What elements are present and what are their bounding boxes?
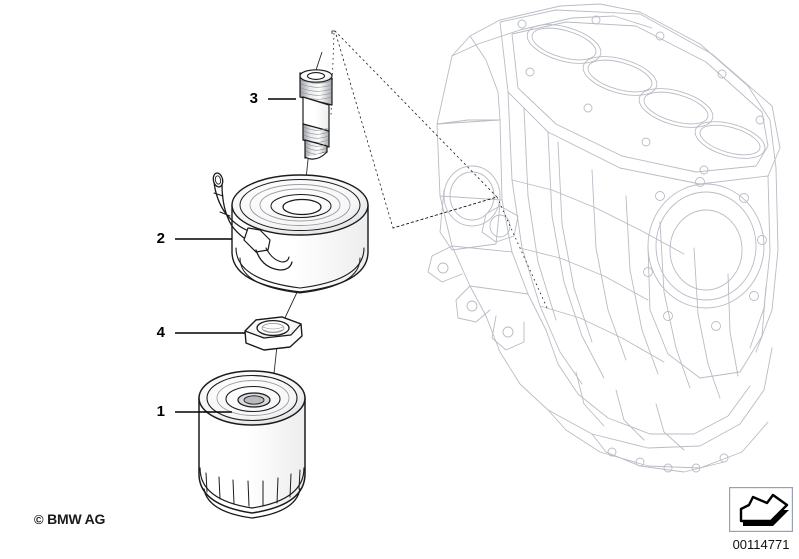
callout-label-3[interactable]: 3 [249, 90, 258, 107]
callout-label-2[interactable]: 2 [156, 230, 165, 247]
hollow-bolt-threaded-stud [299, 69, 333, 160]
oil-cooler-heat-exchanger [212, 172, 369, 294]
copyright-text: BMW AG [47, 511, 106, 527]
callout-label-1[interactable]: 1 [156, 403, 165, 420]
copyright-notice: © BMW AG [34, 511, 105, 527]
diagram-id-label: 00114771 [732, 537, 790, 552]
copyright-symbol: © [34, 512, 44, 527]
engine-block-ghost-outline [427, 3, 781, 473]
oil-filter-canister [198, 370, 306, 519]
view-direction-arrow-icon [729, 487, 793, 532]
callout-label-4[interactable]: 4 [156, 324, 165, 341]
gasket-ring-hex-nut [244, 316, 303, 351]
arrow-glyph [739, 493, 789, 523]
mounting-plane-dashed-polygon [330, 30, 549, 311]
callout-leader-lines [175, 98, 296, 413]
